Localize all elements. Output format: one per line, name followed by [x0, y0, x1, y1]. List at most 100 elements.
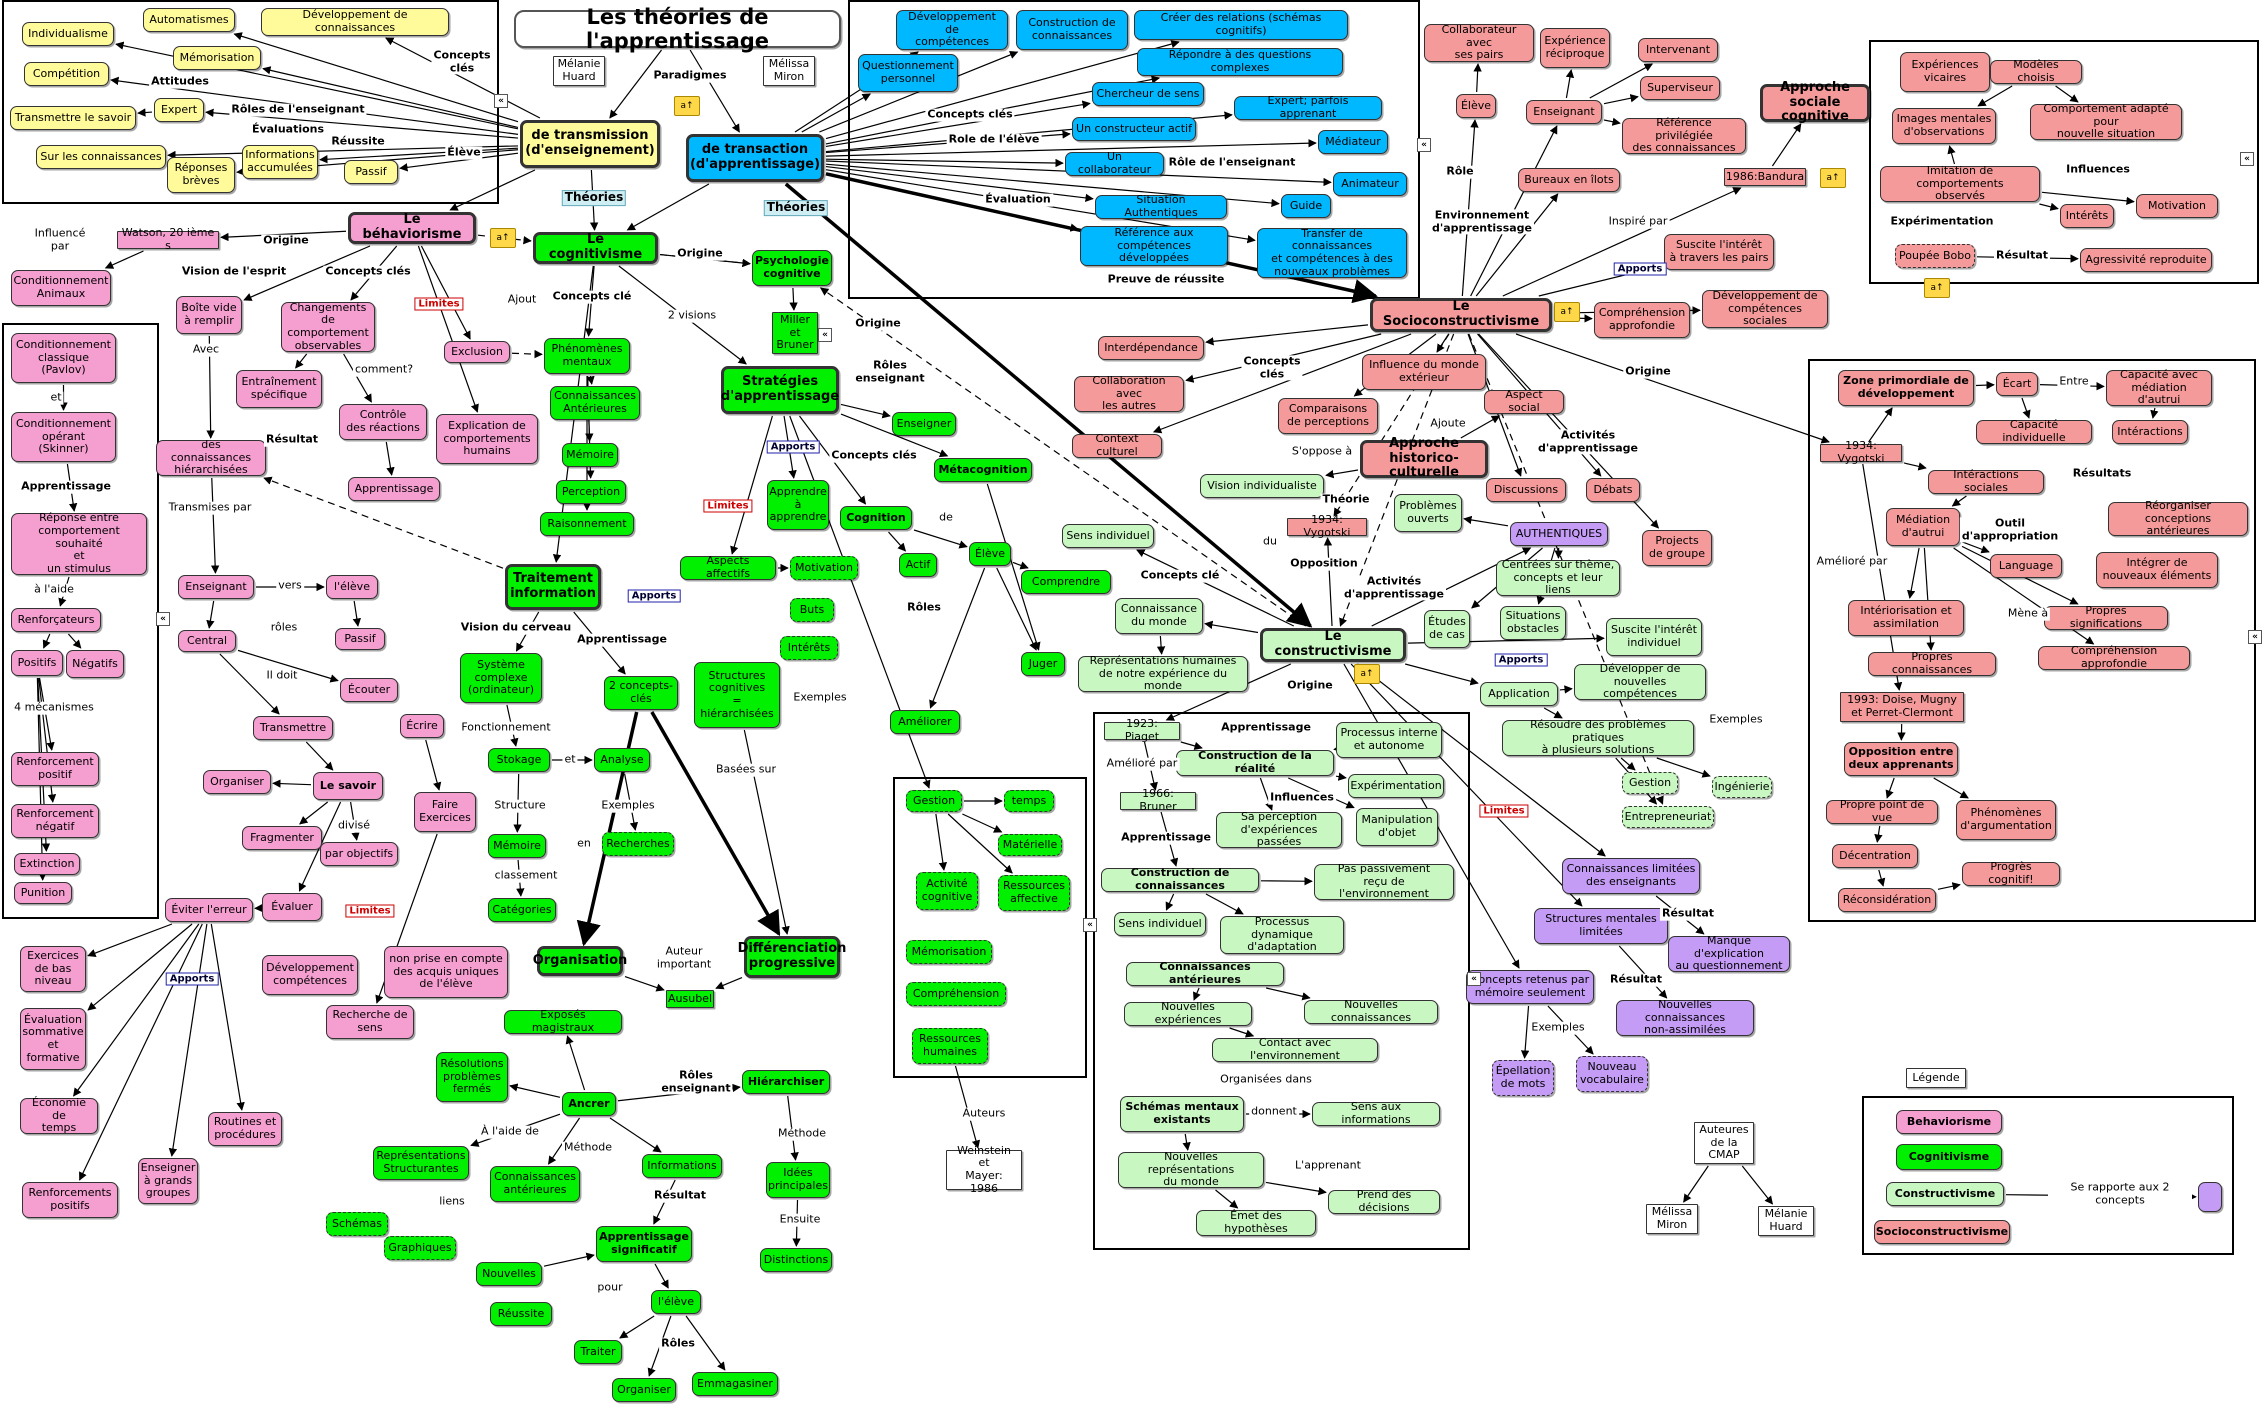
nodes-lim-manque-node[interactable]: Manque d'explication au questionnement	[1668, 934, 1790, 972]
nodes-so-intervenant-node[interactable]: Intervenant	[1638, 38, 1718, 62]
nodes-cs-experimentation-node[interactable]: Expérimentation	[1348, 774, 1444, 798]
nodes-cs-sensind2-node[interactable]: Sens individuel	[1114, 912, 1206, 936]
nodes-socioconstructivisme-node[interactable]: Le Socioconstructivisme	[1370, 298, 1552, 332]
nodes-cs-decisions-node[interactable]: Prend des décisions	[1328, 1189, 1440, 1214]
nodes-co-schemas-node[interactable]: Schémas	[326, 1212, 388, 1236]
nodes-co-ameliorer-node[interactable]: Améliorer	[890, 710, 960, 734]
nodes-be-condclass-node[interactable]: Conditionnement classique (Pavlov)	[11, 333, 116, 383]
nodes-cs-procdyn-node[interactable]: Processus dynamique d'adaptation	[1220, 915, 1344, 954]
nodes-so-comportement-node[interactable]: Comportement adapté pour nouvelle situat…	[2030, 102, 2182, 140]
nodes-co-reussite-node[interactable]: Réussite	[490, 1302, 552, 1326]
nodes-be-objectifs-node[interactable]: par objectifs	[320, 842, 398, 866]
nodes-so-doise-node[interactable]: 1993: Doise, Mugny et Perret-Clermont	[1840, 692, 1964, 722]
nodes-co-differenciation-node[interactable]: Différenciation progressive	[738, 936, 846, 978]
nodes-cs-paspassif-node[interactable]: Pas passivement reçu de l'environnement	[1314, 862, 1454, 900]
nodes-co-memorisation-node[interactable]: Mémorisation	[906, 940, 992, 964]
nodes-co-apprsign-node[interactable]: Apprentissage significatif	[596, 1226, 692, 1262]
nodes-co-2concepts-node[interactable]: 2 concepts- clés	[604, 676, 678, 710]
nodes-so-collabautres-node[interactable]: Collaboration avec les autres	[1074, 374, 1184, 412]
nodes-tr-transmettre-node[interactable]: Transmettre le savoir	[10, 106, 136, 130]
resource-attachment-icon[interactable]: a↑	[1354, 664, 1380, 684]
nodes-be-condop-node[interactable]: Conditionnement opérant (Skinner)	[11, 412, 116, 462]
nodes-ta-relations-node[interactable]: Créer des relations (schémas cognitifs)	[1134, 10, 1348, 40]
title-node[interactable]: Les théories de l'apprentissage	[514, 5, 841, 53]
nodes-co-strategies-node[interactable]: Stratégies d'apprentissage	[721, 366, 839, 414]
nodes-be-faire-node[interactable]: Faire Exercices	[414, 792, 476, 832]
nodes-so-intersoc-node[interactable]: Intéractions sociales	[1928, 469, 2044, 494]
nodes-so-interiorisation-node[interactable]: Intériorisation et assimilation	[1848, 600, 1964, 636]
collapse-toggle-icon[interactable]: «	[1467, 972, 1481, 986]
resource-attachment-icon[interactable]: a↑	[1554, 302, 1580, 322]
nodes-be-central-node[interactable]: Central	[178, 630, 236, 652]
nodes-co-recherches-node[interactable]: Recherches	[602, 832, 674, 856]
nodes-cs-application-node[interactable]: Application	[1480, 682, 1558, 706]
nodes-be-nonprise-node[interactable]: non prise en compte des acquis uniques d…	[384, 946, 508, 998]
nodes-tr-devconn-node[interactable]: Développement de connaissances	[261, 8, 449, 36]
nodes-cs-hypotheses-node[interactable]: Émet des hypothèses	[1196, 1210, 1316, 1236]
nodes-cs-piaget-node[interactable]: 1923: Piaget	[1104, 718, 1180, 743]
nodes-so-reorganiser-node[interactable]: Réorganiser conceptions antérieures	[2108, 499, 2248, 537]
nodes-so-decentration-node[interactable]: Décentration	[1832, 844, 1918, 868]
nodes-so-superviseur-node[interactable]: Superviseur	[1640, 76, 1720, 100]
nodes-so-mediation-node[interactable]: Médiation d'autrui	[1886, 508, 1960, 546]
nodes-lim-nouvconn-node[interactable]: Nouvelles connaissances non-assimilées	[1616, 998, 1754, 1036]
nodes-ta-chercheur-node[interactable]: Chercheur de sens	[1092, 82, 1204, 106]
nodes-so-approchehist-node[interactable]: Approche historico-culturelle	[1360, 436, 1488, 480]
nodes-be-fragmenter-node[interactable]: Fragmenter	[242, 826, 322, 850]
nodes-co-miller-node[interactable]: Miller et Bruner	[772, 312, 818, 354]
nodes-be-evalsomm-node[interactable]: Évaluation sommative et formative	[20, 1008, 86, 1070]
nodes-so-vision-node[interactable]: Vision individualiste	[1200, 474, 1324, 498]
nodes-lim-concepts-node[interactable]: Concepts retenus par mémoire seulement	[1466, 970, 1594, 1004]
nodes-cs-nouvexp-node[interactable]: Nouvelles expériences	[1124, 1001, 1252, 1026]
nodes-tr-individualisme-node[interactable]: Individualisme	[22, 22, 114, 46]
nodes-co-connant-node[interactable]: Connaissances Antérieures	[550, 386, 640, 420]
nodes-so-projets-node[interactable]: Projects de groupe	[1642, 530, 1712, 566]
nodes-co-actif-node[interactable]: Actif	[899, 553, 937, 577]
nodes-cs-contact-node[interactable]: Contact avec l'environnement	[1212, 1037, 1378, 1062]
nodes-co-traitement-node[interactable]: Traitement information	[505, 564, 601, 610]
nodes-ta-situation-node[interactable]: Situation Authentiques	[1095, 194, 1227, 219]
nodes-lim-epellation-node[interactable]: Épellation de mots	[1492, 1060, 1554, 1096]
nodes-cs-sensinfos-node[interactable]: Sens aux informations	[1312, 1101, 1440, 1126]
nodes-so-capind-node[interactable]: Capacité individuelle	[1976, 419, 2092, 444]
nodes-be-boite-node[interactable]: Boîte vide à remplir	[176, 296, 242, 334]
nodes-so-collabpairs-node[interactable]: Collaborateur avec ses pairs	[1424, 23, 1534, 62]
nodes-co-nouvelles-node[interactable]: Nouvelles	[476, 1262, 542, 1286]
nodes-be-eviter-node[interactable]: Éviter l'erreur	[165, 898, 253, 922]
authors-box-names-1-node[interactable]: Mélanie Huard	[1758, 1206, 1814, 1236]
nodes-be-hierarchisees-node[interactable]: des connaissances hiérarchisées	[156, 438, 266, 476]
nodes-co-eleve-node[interactable]: Élève	[969, 542, 1011, 566]
nodes-cs-bruner-node[interactable]: 1966: Bruner	[1120, 788, 1196, 813]
nodes-cs-authentiques-node[interactable]: AUTHENTIQUES	[1510, 522, 1608, 546]
nodes-be-entrainement-node[interactable]: Entraînement spécifique	[236, 370, 322, 408]
collapse-toggle-icon[interactable]: «	[2248, 630, 2262, 644]
nodes-cs-centrees-node[interactable]: Centrées sur thème, concepts et leur lie…	[1496, 558, 1620, 596]
authors-top-1-node[interactable]: Mélissa Miron	[763, 56, 815, 86]
nodes-so-interactions-node[interactable]: Intéractions	[2112, 420, 2188, 444]
collapse-toggle-icon[interactable]: «	[156, 612, 170, 626]
tags-apports4-tag[interactable]: Apports	[1494, 653, 1548, 667]
nodes-so-propres-node[interactable]: Propres significations	[2044, 605, 2168, 630]
nodes-co-memoire2-node[interactable]: Mémoire	[488, 834, 546, 858]
nodes-be-organiser-node[interactable]: Organiser	[203, 770, 271, 794]
nodes-cs-schemas-node[interactable]: Schémas mentaux existants	[1120, 1096, 1244, 1132]
nodes-co-comprendre-node[interactable]: Comprendre	[1021, 570, 1111, 594]
nodes-co-categories-node[interactable]: Catégories	[488, 898, 556, 922]
nodes-co-idees-node[interactable]: Idées principales	[766, 1162, 830, 1198]
nodes-tr-infos-node[interactable]: Informations accumulées	[242, 145, 318, 179]
nodes-so-imitation-node[interactable]: Imitation de comportements observés	[1880, 164, 2040, 202]
nodes-ta-animateur-node[interactable]: Animateur	[1333, 172, 1407, 196]
nodes-cs-entrepreneuriat-node[interactable]: Entrepreneuriat	[1622, 806, 1714, 828]
nodes-co-emmagasiner-node[interactable]: Emmagasiner	[692, 1372, 778, 1396]
nodes-so-langage-node[interactable]: Language	[1990, 554, 2062, 578]
nodes-be-watson-node[interactable]: Watson, 20 ième s	[117, 227, 219, 252]
nodes-co-aspects-node[interactable]: Aspects affectifs	[680, 555, 776, 580]
nodes-transaction-node[interactable]: de transaction (d'apprentissage)	[686, 134, 824, 182]
nodes-be-punition-node[interactable]: Punition	[14, 882, 72, 904]
nodes-co-exposes-node[interactable]: Exposés magistraux	[504, 1009, 622, 1034]
resource-attachment-icon[interactable]: a↑	[1820, 168, 1846, 188]
nodes-tr-reponses-node[interactable]: Réponses brèves	[167, 157, 235, 193]
nodes-be-controle-node[interactable]: Contrôle des réactions	[339, 404, 427, 440]
legend-items-2-node[interactable]: Constructivisme	[1886, 1182, 2004, 1206]
nodes-cs-processus-node[interactable]: Processus interne et autonome	[1336, 722, 1442, 758]
